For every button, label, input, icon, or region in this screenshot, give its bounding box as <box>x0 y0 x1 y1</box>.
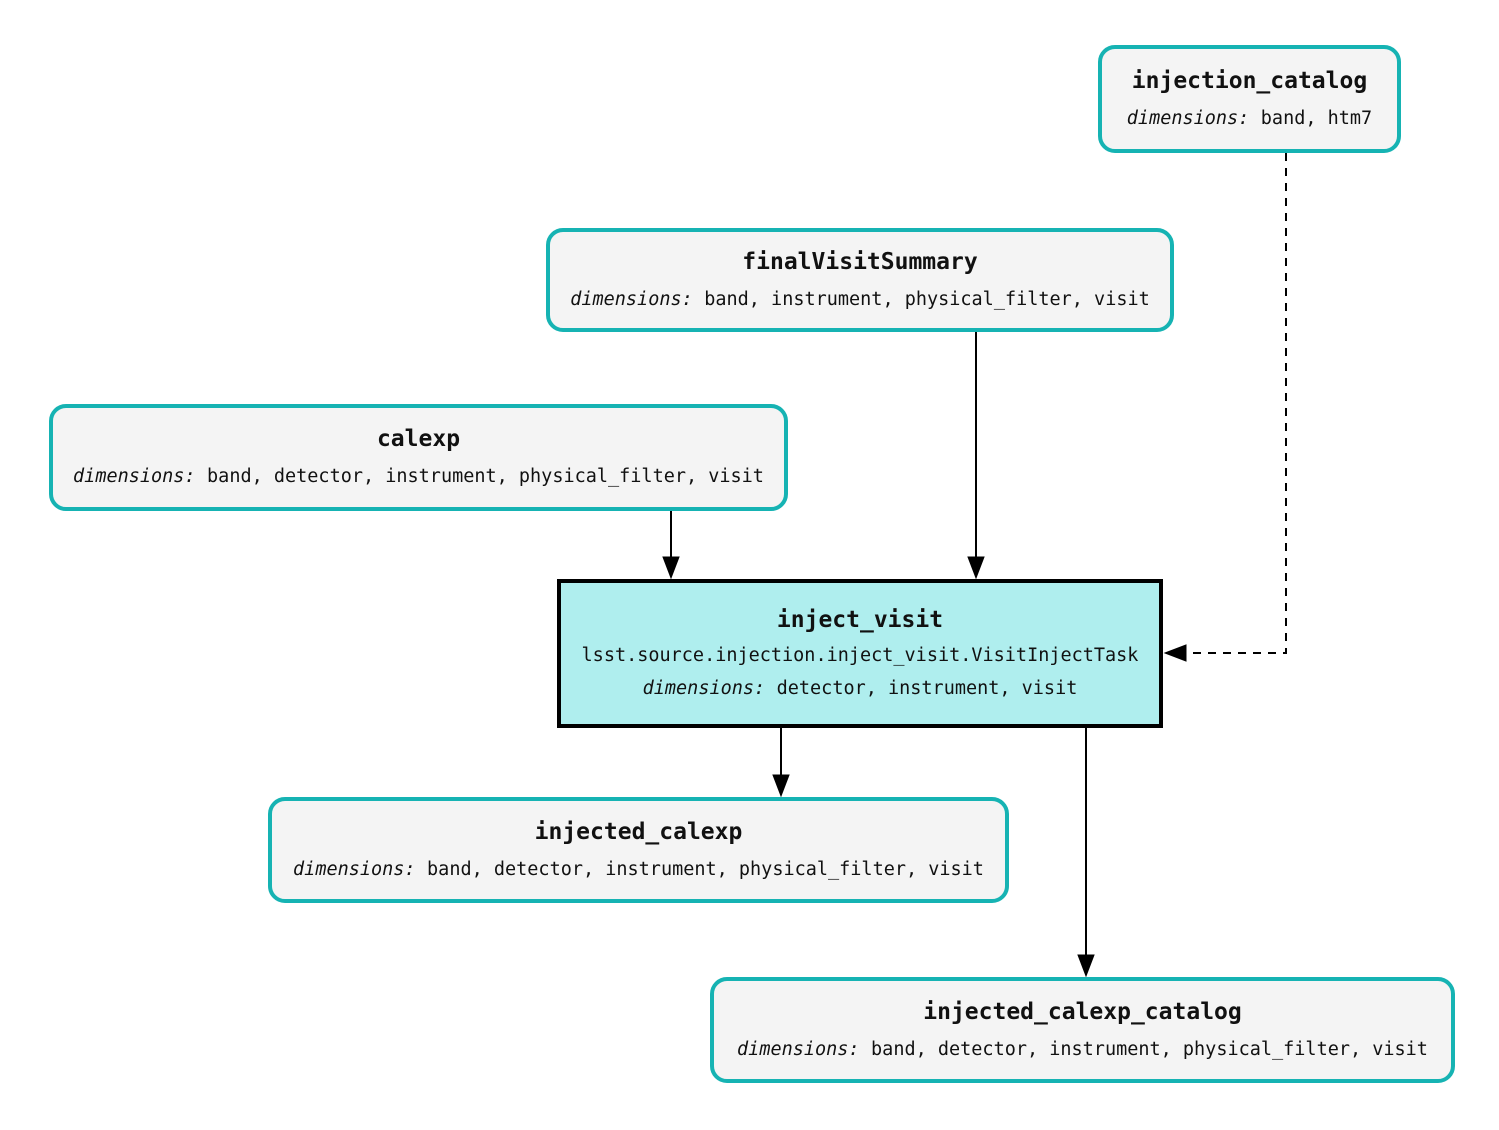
node-calexp-title: calexp <box>376 426 461 453</box>
node-calexp: calexp dimensions: band, detector, instru… <box>49 404 788 511</box>
node-injected-calexp-dimensions: dimensions: band, detector, instrument, p… <box>293 858 984 880</box>
dimensions-label: dimensions: <box>737 1038 860 1060</box>
node-injected-calexp-catalog-title: injected_calexp_catalog <box>923 998 1242 1025</box>
node-calexp-dimensions: dimensions: band, detector, instrument, p… <box>73 467 764 487</box>
edge-inject-visit-to-injected-calexp-catalog <box>1077 728 1095 978</box>
dimensions-value: band, detector, instrument, physical_fil… <box>871 1038 1428 1060</box>
dimensions-value: band, htm7 <box>1260 107 1373 129</box>
dimensions-label: dimensions: <box>1126 107 1250 129</box>
node-inject-visit-title: inject_visit <box>776 606 944 633</box>
dimensions-value: band, detector, instrument, physical_fil… <box>427 858 984 880</box>
node-injected-calexp-title: injected_calexp <box>534 818 743 845</box>
node-inject-visit-task-class: lsst.source.injection.inject_visit.Visit… <box>581 644 1139 666</box>
edge-finalvisitsummary-to-inject-visit <box>967 332 985 580</box>
dimensions-label: dimensions: <box>293 858 416 880</box>
node-injected-calexp-catalog-dimensions: dimensions: band, detector, instrument, p… <box>737 1038 1428 1060</box>
node-injected-calexp: injected_calexp dimensions: band, detecto… <box>268 797 1009 903</box>
node-finalvisitsummary-title: finalVisitSummary <box>742 248 978 275</box>
node-injection-catalog-title: injection_catalog <box>1131 67 1368 94</box>
dimensions-value: detector, instrument, visit <box>776 678 1078 700</box>
edge-injection-catalog-to-inject-visit <box>1163 153 1287 662</box>
node-injection-catalog: injection_catalog dimensions: band, htm7 <box>1098 45 1401 153</box>
edge-inject-visit-to-injected-calexp <box>772 728 790 798</box>
dimensions-value: band, instrument, physical_filter, visit <box>704 288 1150 310</box>
edge-calexp-to-inject-visit <box>662 510 680 580</box>
dimensions-value: band, detector, instrument, physical_fil… <box>207 466 764 488</box>
node-injected-calexp-catalog: injected_calexp_catalog dimensions: band,… <box>710 977 1455 1083</box>
node-finalvisitsummary: finalVisitSummary dimensions: band, instr… <box>546 228 1174 332</box>
node-inject-visit-dimensions: dimensions: detector, instrument, visit <box>642 678 1078 700</box>
node-finalvisitsummary-dimensions: dimensions: band, instrument, physical_fi… <box>570 288 1150 310</box>
node-inject-visit-task: inject_visit lsst.source.injection.injec… <box>557 579 1163 728</box>
dimensions-label: dimensions: <box>570 288 693 310</box>
dimensions-label: dimensions: <box>73 466 196 488</box>
dimensions-label: dimensions: <box>642 678 766 700</box>
node-injection-catalog-dimensions: dimensions: band, htm7 <box>1126 107 1373 129</box>
